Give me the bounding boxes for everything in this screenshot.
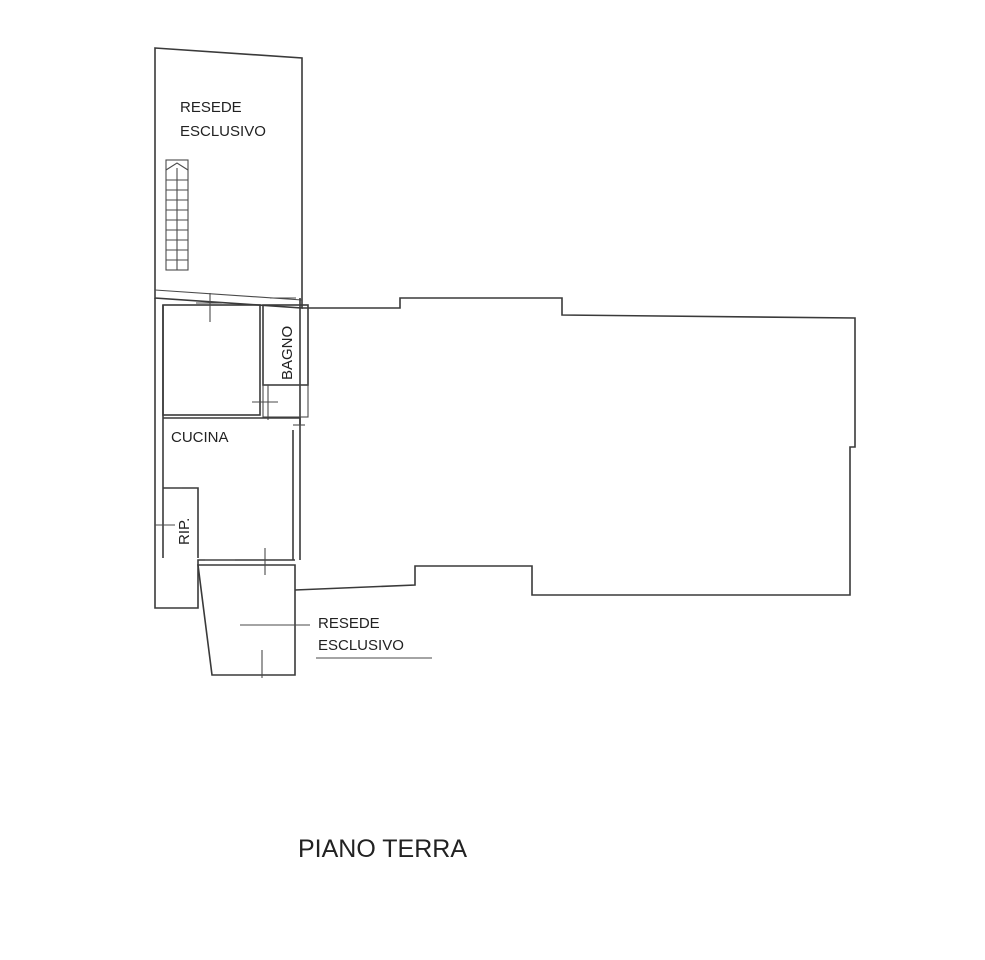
plan-title: PIANO TERRA	[298, 835, 467, 863]
storage-room	[155, 487, 199, 558]
rip-label: RIP.	[176, 518, 193, 545]
main-hall	[294, 297, 856, 596]
resede-bottom-label-line1: RESEDE	[318, 615, 380, 632]
bagno-label: BAGNO	[279, 326, 296, 380]
kitchen	[163, 417, 305, 426]
resede-bottom-area	[197, 548, 310, 678]
staircase	[165, 159, 189, 271]
upper-room	[162, 293, 261, 416]
room-labels: RESEDE ESCLUSIVO BAGNO CUCINA RIP. RESED…	[171, 99, 432, 659]
bathroom	[252, 297, 309, 420]
resede-top-label-line2: ESCLUSIVO	[180, 123, 266, 140]
resede-top-label-line1: RESEDE	[180, 99, 242, 116]
cucina-label: CUCINA	[171, 429, 229, 446]
resede-bottom-label-line2: ESCLUSIVO	[318, 637, 404, 654]
